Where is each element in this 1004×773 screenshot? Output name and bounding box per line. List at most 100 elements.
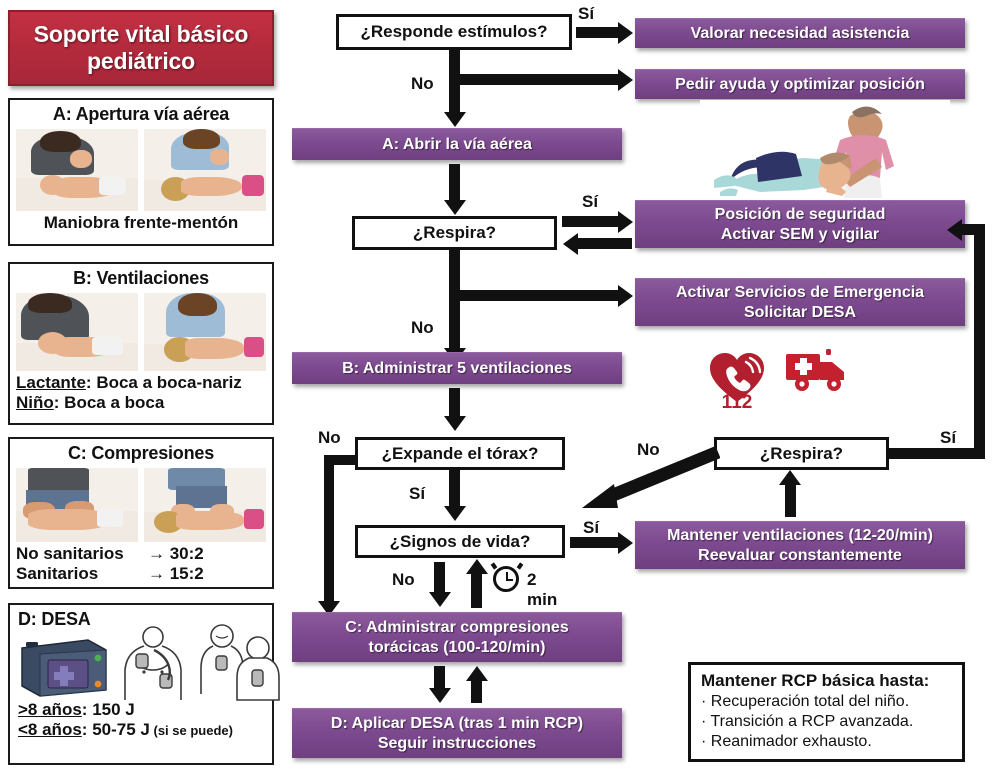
arrow-respira1-no-shaft (449, 250, 460, 348)
ventilation-line-1-value: Boca a boca-nariz (96, 373, 242, 392)
ventilation-line-1-sep: : (85, 373, 97, 392)
label-timer-2min: 2 min (527, 570, 558, 609)
arrow-respira1-si-head (618, 210, 633, 233)
page-title-text: Soporte vital básico pediátrico (33, 21, 249, 74)
panel-aed: D: DESA (8, 603, 280, 765)
panel-compressions-header: C: Compresiones (67, 443, 215, 463)
ambulance-icon (786, 349, 844, 391)
arrow-respira1-si-shaft (562, 216, 618, 227)
note-item-3-text: Reanimador exhausto. (710, 733, 872, 750)
panel-aed-images (10, 608, 280, 701)
label-si-responde: Sí (578, 4, 595, 23)
arrow-respira2-no (582, 445, 720, 508)
action-desa-line1: D: Aplicar DESA (tras 1 min RCP) (330, 714, 584, 732)
note-item-1-text: Recuperación total del niño. (710, 693, 910, 710)
panel-aed-rows: >8 años: 150 J <8 años: 50-75 J (si se p… (10, 700, 272, 743)
aed-row-1-sep: : (81, 700, 88, 719)
arrow-signos-si-shaft (570, 537, 618, 548)
action-posicion-seguridad-line1: Posición de seguridad (714, 205, 886, 223)
action-activar-sem-line1: Activar Servicios de Emergencia (675, 283, 925, 301)
arrow-responde-no-shaft (449, 50, 460, 112)
action-mantener-ventilaciones[interactable]: Mantener ventilaciones (12-20/min) Reeva… (635, 521, 965, 569)
arrow-respira2-si-h (888, 448, 985, 459)
infant-chest-compressions-photo (16, 468, 138, 542)
arrow-to-desa-shaft (434, 666, 445, 688)
arrow-respira2-si-v (974, 224, 985, 459)
note-item-2: · Transición a RCP avanzada. (701, 712, 952, 732)
aed-row-2-key: <8 años (18, 720, 82, 739)
emergency-number-112: 112 (721, 392, 753, 413)
label-si-respira2: Sí (940, 428, 957, 447)
adult-pad-placement-illustration (124, 626, 182, 700)
panel-compressions: C: Compresiones (8, 437, 274, 589)
note-item-3: · Reanimador exhausto. (701, 732, 952, 752)
note-bullet-1: · (701, 693, 707, 710)
note-item-2-text: Transición a RCP avanzada. (710, 713, 914, 730)
sidebar: Soporte vital básico pediátrico A: Apert… (0, 0, 282, 773)
action-abrir-via-aerea-label: A: Abrir la vía aérea (382, 135, 532, 153)
panel-airway-header: A: Apertura vía aérea (52, 104, 230, 124)
child-head-tilt-chin-lift-photo (144, 129, 266, 211)
decision-responde-estimulos[interactable]: ¿Responde estímulos? (336, 14, 572, 50)
arrow-responde-si-head (618, 21, 633, 44)
label-si-expande: Sí (409, 484, 426, 503)
arrow-signos-no-shaft (434, 562, 445, 592)
arrow-activar-sem-head (618, 284, 633, 307)
aed-device-illustration (21, 639, 107, 697)
note-bullet-3: · (701, 733, 707, 750)
panel-ventilations-header: B: Ventilaciones (73, 268, 209, 288)
arrow-respira1-return-shaft (578, 238, 632, 249)
ventilation-line-2-key: Niño (16, 393, 54, 412)
action-abrir-via-aerea[interactable]: A: Abrir la vía aérea (292, 128, 622, 160)
arrow-to-expande-shaft (449, 388, 460, 416)
arrow-to-expande-head (444, 416, 466, 431)
alarm-clock-icon (493, 566, 519, 592)
arrow-from-desa-head (466, 666, 488, 681)
action-pedir-ayuda-label: Pedir ayuda y optimizar posición (675, 75, 925, 93)
compression-row-2-value: → 15:2 (148, 564, 204, 583)
arrow-pedir-ayuda-shaft (455, 74, 618, 85)
aed-row-1-key: >8 años (18, 700, 82, 719)
page-title: Soporte vital básico pediátrico (8, 10, 274, 86)
label-no-respira1: No (411, 318, 434, 337)
heart-phone-112-icon (710, 353, 764, 402)
arrow-expande-si-head (444, 506, 466, 521)
decision-respira-1[interactable]: ¿Respira? (352, 216, 557, 250)
decision-expande-torax[interactable]: ¿Expande el tórax? (355, 437, 565, 470)
child-mouth-to-mouth-photo (144, 293, 266, 371)
action-valorar-necesidad-asistencia[interactable]: Valorar necesidad asistencia (635, 18, 965, 48)
arrow-signos-no-head (429, 592, 451, 607)
ventilation-line-2-sep: : (53, 393, 65, 412)
panel-ventilations-images (10, 291, 272, 373)
action-posicion-seguridad[interactable]: Posición de seguridad Activar SEM y vigi… (635, 200, 965, 248)
action-pedir-ayuda[interactable]: Pedir ayuda y optimizar posición (635, 69, 965, 99)
arrow-from-desa-shaft (471, 681, 482, 703)
decision-signos-de-vida[interactable]: ¿Signos de vida? (355, 525, 565, 558)
decision-responde-estimulos-label: ¿Responde estímulos? (360, 22, 548, 41)
action-activar-servicios-emergencia[interactable]: Activar Servicios de Emergencia Solicita… (635, 278, 965, 326)
arrow-activar-sem-shaft (455, 290, 618, 301)
compression-row-1-key: No sanitarios (16, 544, 124, 563)
label-no-respira2: No (637, 440, 660, 459)
action-administrar-ventilaciones[interactable]: B: Administrar 5 ventilaciones (292, 352, 622, 384)
arrow-signos-si-head (618, 531, 633, 554)
panel-aed-header: D: DESA (18, 609, 91, 629)
action-desa-line2: Seguir instrucciones (377, 734, 537, 752)
action-aplicar-desa[interactable]: D: Aplicar DESA (tras 1 min RCP) Seguir … (292, 708, 622, 758)
note-bullet-2: · (701, 713, 707, 730)
arrow-expande-no-v (324, 455, 334, 605)
ventilation-line-2-value: Boca a boca (64, 393, 165, 412)
arrow-respira2-si-top (962, 224, 984, 235)
action-compresiones-toracicas[interactable]: C: Administrar compresiones torácicas (1… (292, 612, 622, 662)
arrow-mantener-to-respira2-shaft (785, 485, 796, 517)
label-no-responde: No (411, 74, 434, 93)
recovery-position-illustration (700, 100, 950, 198)
arrow-to-desa-head (429, 688, 451, 703)
panel-compressions-rows: No sanitarios→ 30:2 Sanitarios→ 15:2 (10, 544, 272, 587)
action-compresiones-line1: C: Administrar compresiones (345, 618, 569, 636)
decision-respira-2-label: ¿Respira? (759, 443, 844, 463)
action-ventilaciones-label: B: Administrar 5 ventilaciones (342, 359, 572, 377)
arrow-pedir-ayuda-head (618, 68, 633, 91)
decision-respira-2[interactable]: ¿Respira? (714, 437, 889, 470)
action-mantener-vent-line2: Reevaluar constantemente (698, 546, 902, 564)
